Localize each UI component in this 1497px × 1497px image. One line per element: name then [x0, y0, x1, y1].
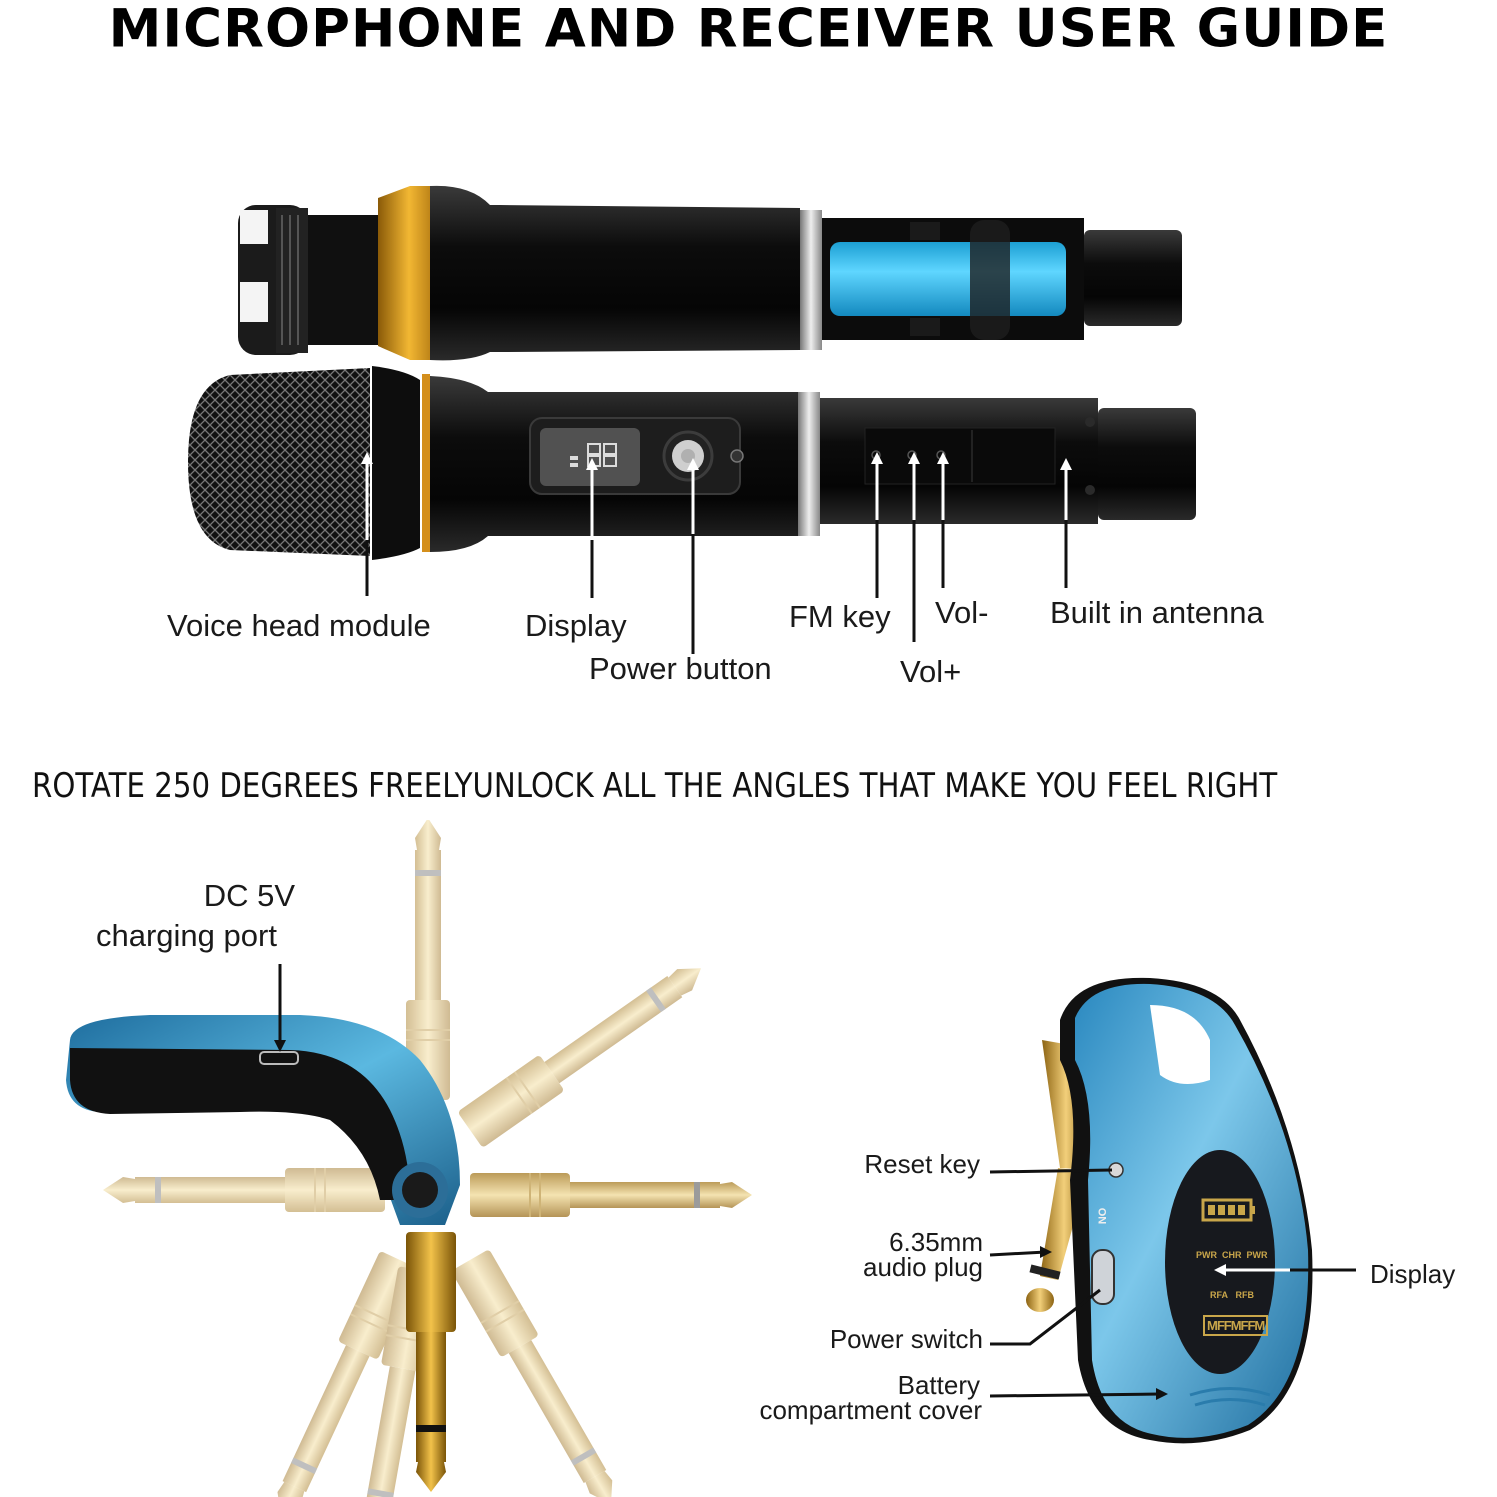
label-vol-minus: Vol- — [935, 595, 989, 630]
main-audio-plug — [406, 1232, 456, 1492]
label-battery: Battery — [897, 1370, 980, 1400]
label-reset-key: Reset key — [864, 1149, 980, 1179]
label-display: Display — [525, 608, 627, 643]
page-title: MICROPHONE AND RECEIVER USER GUIDE — [108, 0, 1389, 59]
receiver-front-illustration — [760, 960, 1497, 1460]
switch-on-marking: ON — [1095, 1207, 1108, 1225]
indicator-chr: CHR — [1222, 1250, 1242, 1260]
label-receiver-display: Display — [1370, 1259, 1456, 1289]
brand-logo: MFFMFFM — [1203, 1315, 1269, 1336]
indicator-pwr-a: PWR — [1196, 1250, 1217, 1260]
battery-indicator-icon — [1201, 1198, 1255, 1222]
label-compartment-cover: compartment cover — [759, 1395, 982, 1425]
label-voice-head-module: Voice head module — [167, 608, 431, 643]
label-fm-key: FM key — [789, 599, 891, 634]
receiver-body-side — [66, 1015, 460, 1225]
indicator-rfb: RFB — [1235, 1290, 1255, 1300]
microphone-disassembled — [238, 185, 1182, 361]
label-dc-5v: DC 5V — [203, 878, 295, 913]
label-audio-plug-size: 6.35mm — [889, 1227, 983, 1257]
label-audio-plug: audio plug — [863, 1252, 983, 1282]
indicator-rfa: RFA — [1210, 1290, 1228, 1300]
label-vol-plus: Vol+ — [900, 654, 962, 689]
rotation-tagline: ROTATE 250 DEGREES FREELYUNLOCK ALL THE … — [32, 766, 1278, 806]
receiver-rotation-illustration — [0, 820, 760, 1497]
microphone-illustration — [0, 0, 1497, 720]
screen-indicators-row1: PWR CHR PWR — [1196, 1250, 1268, 1260]
label-built-in-antenna: Built in antenna — [1050, 595, 1264, 630]
label-power-switch: Power switch — [829, 1324, 983, 1354]
indicator-pwr-b: PWR — [1246, 1250, 1268, 1260]
label-power-button: Power button — [589, 651, 772, 686]
screen-indicators-row2: RFA RFB — [1210, 1290, 1254, 1300]
microphone-assembled — [188, 366, 1196, 560]
label-charging-port: charging port — [96, 918, 277, 953]
microphone-pointers — [361, 452, 1072, 654]
